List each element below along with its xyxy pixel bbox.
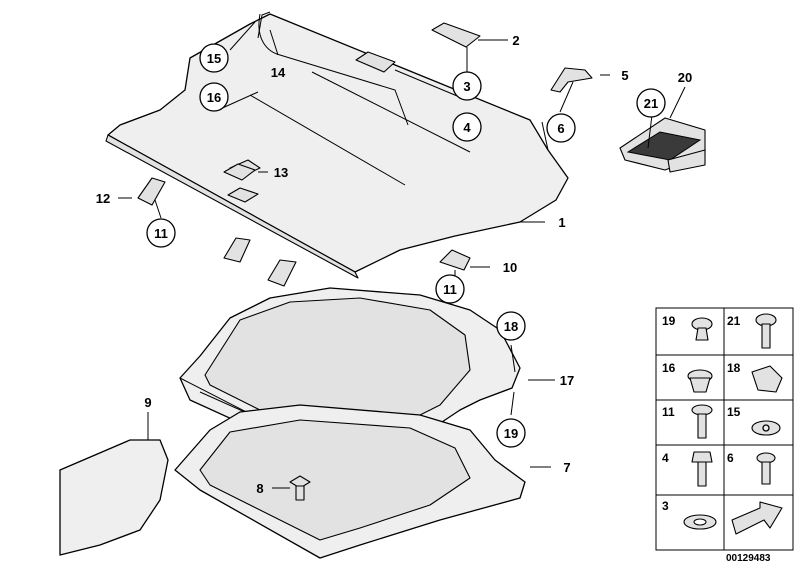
callout-12: 12 (96, 191, 110, 206)
callout-2: 2 (512, 33, 519, 48)
callout-20: 20 (678, 70, 692, 85)
callout-16: 16 (207, 90, 221, 105)
diagram-code: 00129483 (726, 553, 771, 564)
knob-icon (751, 365, 783, 393)
callout-18: 18 (504, 319, 518, 334)
washer-icon (683, 514, 717, 530)
floor-panel (105, 13, 569, 279)
cover-13 (223, 163, 256, 181)
callout-21: 21 (644, 96, 658, 111)
legend-19: 19 (662, 314, 676, 328)
handle-3 (355, 51, 396, 73)
callout-13: 13 (274, 165, 288, 180)
grommet-icon (687, 369, 713, 393)
callout-circles (146, 43, 666, 448)
callout-8: 8 (256, 481, 263, 496)
clip-10 (439, 249, 471, 271)
callout-7: 7 (563, 460, 570, 475)
callout-1: 1 (558, 215, 565, 230)
foot-right (267, 259, 297, 287)
callout-9: 9 (144, 395, 151, 410)
legend-21: 21 (727, 314, 741, 328)
legend-4: 4 (662, 451, 669, 465)
screw-8 (289, 475, 311, 501)
callout-11a: 11 (154, 226, 168, 241)
legend-3: 3 (662, 499, 669, 513)
callout-17: 17 (560, 373, 574, 388)
screw-icon (755, 313, 777, 349)
arrow-icon (731, 501, 783, 535)
fastener-clip-icon (691, 317, 713, 341)
callout-5: 5 (621, 68, 628, 83)
bolt-4-icon (691, 451, 713, 487)
legend-15: 15 (727, 405, 741, 419)
lower-tray (174, 404, 526, 559)
legend-16: 16 (662, 361, 676, 375)
legend-6: 6 (727, 451, 734, 465)
callout-labels: 1 2 3 4 5 6 7 8 9 10 11 11 12 13 14 15 1… (96, 33, 692, 496)
side-panel-9 (59, 439, 169, 556)
clip-2 (431, 22, 481, 48)
clip-12 (137, 177, 166, 206)
callout-10: 10 (503, 260, 517, 275)
module-20 (619, 117, 706, 173)
callout-6: 6 (557, 121, 564, 136)
callout-19: 19 (504, 426, 518, 441)
legend-18: 18 (727, 361, 741, 375)
screw-11-icon (691, 404, 713, 439)
callout-4: 4 (463, 120, 471, 135)
callout-14: 14 (271, 65, 286, 80)
fastener-legend: 19 21 16 18 11 15 4 6 3 (655, 307, 794, 551)
callout-11b: 11 (443, 282, 457, 297)
screw-6-icon (756, 452, 776, 485)
clip-15-icon (751, 420, 781, 436)
hook-5 (550, 67, 593, 93)
foot-left (223, 237, 251, 263)
strap-handle (257, 11, 271, 39)
callout-15: 15 (207, 51, 221, 66)
legend-11: 11 (662, 405, 675, 419)
callout-3: 3 (463, 79, 470, 94)
